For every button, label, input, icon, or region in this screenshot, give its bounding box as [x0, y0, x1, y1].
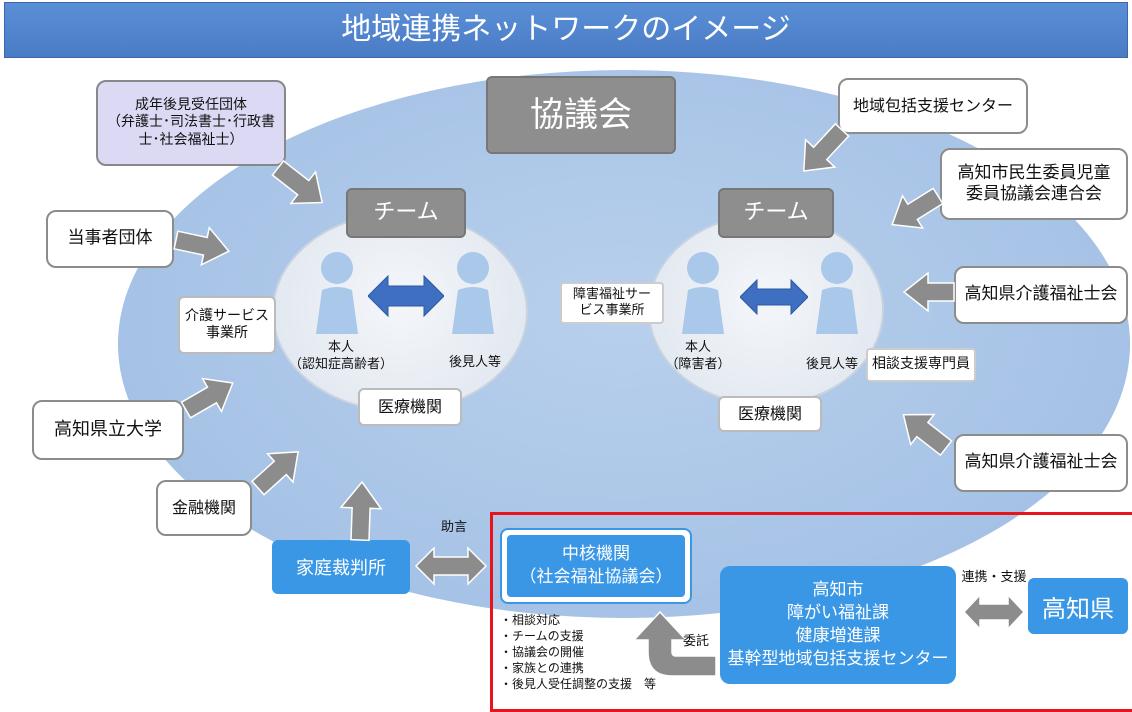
duty-item: 相談対応: [500, 612, 690, 628]
arrow-guardian: [271, 159, 324, 205]
arrow-university: [180, 377, 234, 419]
page-title: 地域連携ネットワークのイメージ: [4, 2, 1128, 58]
care-service-box: 介護サービス 事業所: [178, 296, 276, 354]
duty-item: チームの支援: [500, 628, 690, 644]
right-person-a-label: 本人 （障害者）: [665, 340, 731, 372]
left-person-b-icon: [452, 252, 494, 334]
arrow-court: [339, 480, 383, 542]
arrow-welfare: [891, 187, 944, 229]
financial-box: 金融機関: [156, 480, 252, 536]
prefecture-box: 高知県: [1028, 578, 1128, 634]
arrow-court-core: [414, 546, 488, 586]
care-worker-box-b: 高知県介護福祉士会: [954, 434, 1128, 492]
left-person-a-icon: [316, 252, 358, 334]
city-box: 高知市 障がい福祉課 健康増進課 基幹型地域包括支援センター: [720, 566, 956, 684]
arrow-care-a: [902, 271, 955, 313]
council-box: 協議会: [486, 76, 676, 154]
advice-label: 助言: [440, 520, 467, 535]
arrow-care-b: [902, 413, 953, 457]
duty-item: 協議会の開催: [500, 644, 690, 660]
left-medical-box: 医療機関: [358, 388, 462, 426]
right-double-arrow-icon: [740, 278, 808, 316]
right-person-a-icon: [682, 252, 724, 334]
left-team-label: チーム: [346, 188, 466, 238]
arrow-party: [173, 225, 231, 267]
left-person-a-label: 本人 （認知症高齢者）: [288, 340, 393, 372]
duty-item: 後見人受任調整の支援 等: [500, 676, 690, 692]
arrow-financial: [250, 451, 300, 496]
right-person-b-label: 後見人等: [805, 357, 858, 372]
entrust-label: 委託: [682, 634, 709, 649]
arrow-community: [803, 122, 850, 172]
court-box: 家庭裁判所: [272, 540, 410, 594]
left-person-b-label: 後見人等: [448, 355, 501, 370]
welfare-council-box: 高知市民生委員児童 委員協議会連合会: [940, 148, 1128, 220]
core-box: 中核機関 （社会福祉協議会）: [505, 533, 687, 599]
arrow-city-pref: [962, 593, 1026, 631]
right-medical-box: 医療機関: [718, 396, 822, 432]
core-duties-list: 相談対応 チームの支援 協議会の開催 家族との連携 後見人受任調整の支援 等: [500, 612, 690, 692]
guardian-group-box: 成年後見受任団体 （弁護士･司法書士･行政書 士･社会福祉士）: [96, 80, 286, 166]
link-label: 連携・支援: [961, 570, 1027, 585]
care-worker-box-a: 高知県介護福祉士会: [954, 266, 1128, 324]
community-center-box: 地域包括支援センター: [838, 78, 1028, 134]
duty-item: 家族との連携: [500, 660, 690, 676]
university-box: 高知県立大学: [32, 400, 184, 460]
right-team-label: チーム: [718, 188, 834, 238]
disability-service-box: 障害福祉サー ビス事業所: [560, 282, 664, 324]
left-double-arrow-icon: [368, 274, 444, 318]
consultation-box: 相談支援専門員: [866, 348, 976, 382]
party-group-box: 当事者団体: [46, 210, 174, 268]
right-person-b-icon: [816, 252, 858, 334]
